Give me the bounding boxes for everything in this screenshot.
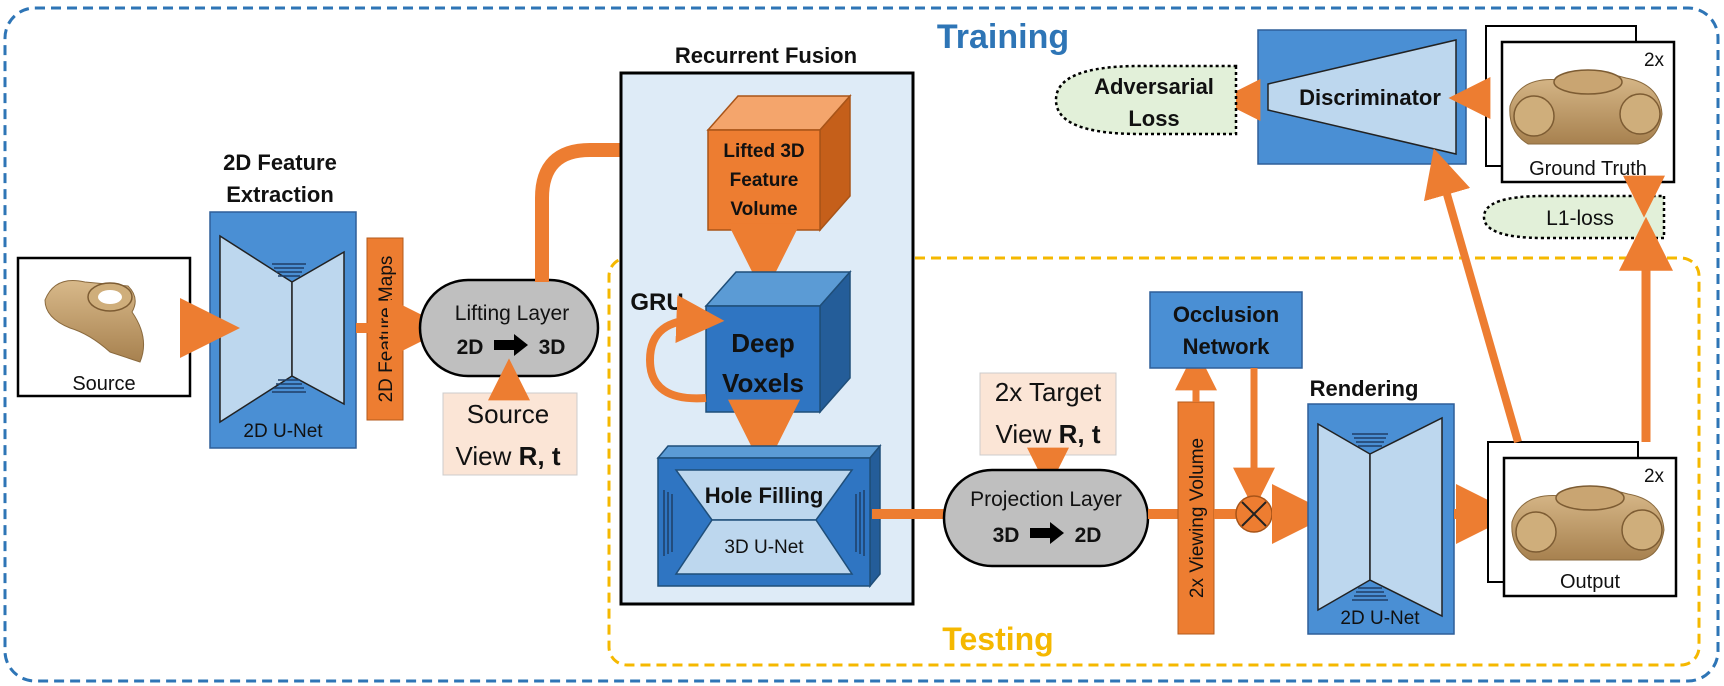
gru-loop-arrow: [645, 295, 725, 403]
feature-maps-label: 2D Feature Maps: [376, 256, 397, 403]
unet-2d-right-block: 2D U-Net: [1307, 403, 1455, 635]
lifted-volume-line1: Lifted 3D: [723, 141, 804, 162]
output-object-image: [1511, 485, 1665, 561]
source-view-line1: Source: [467, 399, 549, 429]
deep-voxels-line1: Deep: [731, 328, 795, 358]
feature-maps-bar: 2D Feature Maps: [366, 237, 404, 421]
rendering-title: Rendering: [1310, 376, 1419, 401]
lifted-volume-cube: Lifted 3D Feature Volume: [706, 94, 852, 232]
target-view-line1: 2x Target: [995, 377, 1102, 407]
ground-truth-object-image: [1509, 69, 1663, 145]
lifting-layer-label: Lifting Layer: [455, 302, 569, 325]
ground-truth-multiplier: 2x: [1644, 50, 1665, 71]
target-view-box: 2x Target View R, t: [979, 372, 1117, 456]
deep-voxels-cube: Deep Voxels: [704, 270, 852, 414]
output-multiplier: 2x: [1644, 466, 1665, 487]
source-object-image: [44, 280, 145, 363]
projection-to-label: 2D: [1075, 524, 1102, 547]
lifted-volume-line2: Feature: [730, 170, 799, 191]
lifting-layer: Lifting Layer 2D 3D: [418, 278, 600, 378]
projection-layer-label: Projection Layer: [970, 488, 1122, 511]
training-label: Training: [937, 18, 1069, 56]
unet-3d-label: 3D U-Net: [724, 537, 804, 558]
projection-arrow-icon: [1030, 522, 1064, 544]
multiply-icon: [1214, 495, 1273, 533]
hole-filling-block: Hole Filling 3D U-Net: [656, 443, 882, 589]
occlusion-network-block: Occlusion Network: [1149, 291, 1303, 369]
ground-truth-label: Ground Truth: [1529, 158, 1647, 180]
viewing-volume-bar: 2x Viewing Volume: [1177, 401, 1215, 635]
unet-2d-left-block: 2D U-Net: [209, 211, 357, 449]
gru-label: GRU: [630, 289, 683, 316]
source-image-panel: Source: [16, 256, 192, 398]
lifted-volume-line3: Volume: [730, 199, 797, 220]
testing-label: Testing: [942, 621, 1053, 657]
output-image-panel: 2x Output: [1487, 441, 1678, 598]
source-view-line2: View R, t: [455, 441, 560, 471]
viewing-volume-label: 2x Viewing Volume: [1187, 438, 1208, 598]
source-label: Source: [72, 373, 135, 395]
unet-2d-right-label: 2D U-Net: [1340, 608, 1420, 629]
arrow-lifting-to-volume: [535, 108, 728, 282]
source-view-box: Source View R, t: [442, 392, 578, 476]
lifting-to-label: 3D: [539, 336, 566, 359]
hole-filling-label: Hole Filling: [705, 483, 824, 508]
testing-region: [607, 256, 1701, 667]
deep-voxels-line2: Voxels: [722, 368, 804, 398]
adversarial-line1: Adversarial: [1094, 74, 1214, 99]
feature-extraction-title-1: 2D Feature: [223, 150, 337, 175]
ground-truth-image-panel: 2x Ground Truth: [1485, 25, 1676, 184]
adversarial-loss-node: Adversarial Loss: [1054, 64, 1238, 136]
adversarial-line2: Loss: [1128, 106, 1179, 131]
l1-loss-node: L1-loss: [1482, 194, 1666, 240]
unet-2d-left-label: 2D U-Net: [243, 421, 323, 442]
l1-loss-label: L1-loss: [1546, 207, 1614, 230]
recurrent-fusion-title: Recurrent Fusion: [675, 43, 857, 68]
training-region: [3, 6, 1720, 683]
arrow-output-to-discriminator: [1423, 148, 1522, 444]
lifting-arrow-icon: [494, 334, 528, 356]
discriminator-block: Discriminator: [1257, 29, 1467, 165]
projection-from-label: 3D: [993, 524, 1020, 547]
feature-extraction-title-2: Extraction: [226, 182, 334, 207]
discriminator-label: Discriminator: [1299, 85, 1441, 110]
target-view-line2: View R, t: [995, 419, 1100, 449]
occlusion-line2: Network: [1183, 334, 1271, 359]
occlusion-line1: Occlusion: [1173, 302, 1279, 327]
projection-layer: Projection Layer 3D 2D: [942, 468, 1150, 568]
lifting-from-label: 2D: [457, 336, 484, 359]
output-label: Output: [1560, 571, 1620, 593]
